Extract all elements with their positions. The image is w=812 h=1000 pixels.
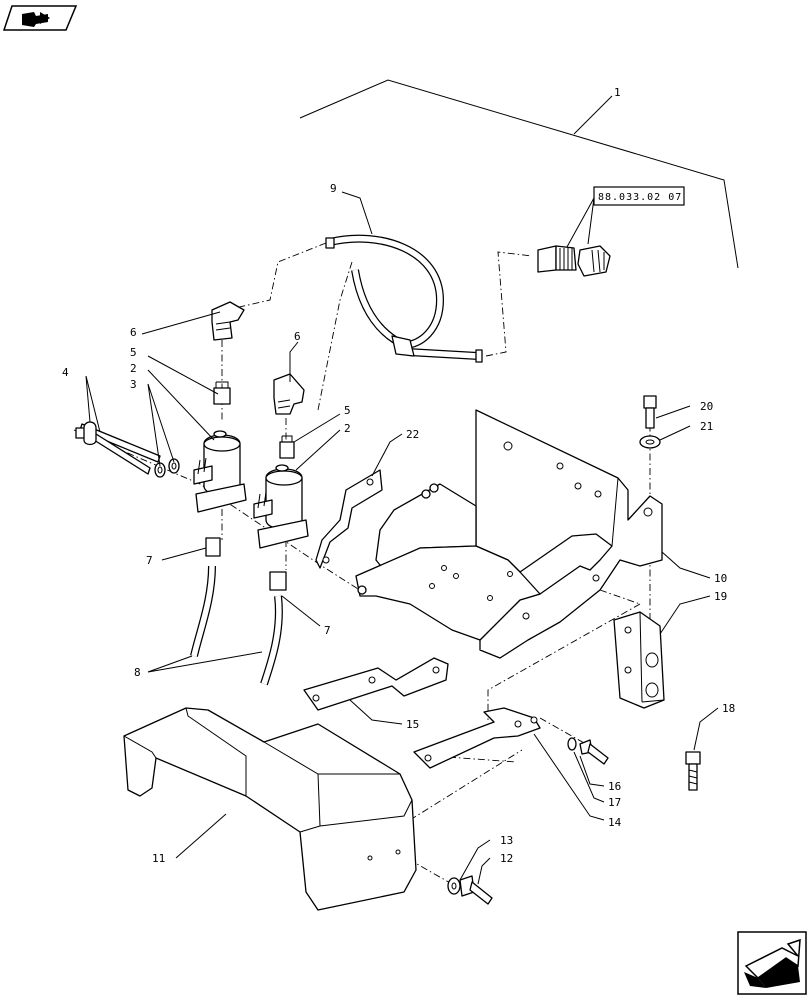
hose-assembly bbox=[325, 234, 483, 363]
callout-6-right: 6 bbox=[294, 330, 301, 343]
callout-1: 1 bbox=[614, 86, 621, 99]
next-page-arrow-icon[interactable] bbox=[737, 931, 807, 995]
callout-16: 16 bbox=[608, 780, 621, 793]
fitting-7b bbox=[269, 571, 287, 591]
callout-21: 21 bbox=[700, 420, 713, 433]
callout-4: 4 bbox=[62, 366, 69, 379]
adapter-2 bbox=[279, 435, 295, 459]
callout-10: 10 bbox=[714, 572, 727, 585]
long-bolt-pair bbox=[75, 421, 161, 475]
callout-2-right: 2 bbox=[344, 422, 351, 435]
callout-2-top: 2 bbox=[130, 362, 137, 375]
bolt-16 bbox=[579, 739, 609, 765]
leader-lines bbox=[85, 95, 719, 885]
callout-18: 18 bbox=[722, 702, 735, 715]
bolt-18 bbox=[685, 751, 701, 791]
main-frame-bracket bbox=[355, 409, 663, 659]
kit-bracket bbox=[299, 79, 739, 269]
callout-12: 12 bbox=[500, 852, 513, 865]
bracket-14 bbox=[413, 707, 541, 769]
reference-box-text: 88.033.02 07 bbox=[598, 192, 682, 203]
bracket-22 bbox=[315, 469, 383, 569]
washer-21 bbox=[639, 435, 661, 449]
fitting-pair bbox=[537, 245, 611, 277]
solenoid-valve-1 bbox=[193, 430, 247, 513]
book-arrow-icon[interactable] bbox=[2, 5, 78, 31]
fitting-7a bbox=[205, 537, 221, 557]
callout-8: 8 bbox=[134, 666, 141, 679]
elbow-fitting-1 bbox=[211, 301, 245, 341]
washer-13 bbox=[447, 877, 461, 895]
adapter-1 bbox=[213, 381, 231, 405]
bracket-15 bbox=[303, 657, 449, 711]
callout-11: 11 bbox=[152, 852, 165, 865]
callout-17: 17 bbox=[608, 796, 621, 809]
callout-5-right: 5 bbox=[344, 404, 351, 417]
callout-13: 13 bbox=[500, 834, 513, 847]
plate-19 bbox=[613, 611, 665, 709]
bolt-12 bbox=[459, 875, 493, 905]
callout-14: 14 bbox=[608, 816, 622, 829]
bolt-20 bbox=[643, 395, 657, 429]
washer-17 bbox=[567, 737, 577, 751]
washers-3 bbox=[154, 458, 180, 478]
cover-11 bbox=[123, 707, 417, 911]
callout-3: 3 bbox=[130, 378, 137, 391]
callout-15: 15 bbox=[406, 718, 419, 731]
callout-7-right: 7 bbox=[324, 624, 331, 637]
solenoid-valve-2 bbox=[253, 464, 309, 549]
callout-5-left: 5 bbox=[130, 346, 137, 359]
callout-7-left: 7 bbox=[146, 554, 153, 567]
callout-20: 20 bbox=[700, 400, 713, 413]
elbow-fitting-2 bbox=[273, 373, 305, 415]
callout-19: 19 bbox=[714, 590, 727, 603]
reference-box[interactable]: 88.033.02 07 bbox=[561, 186, 685, 257]
hoses-8 bbox=[190, 565, 283, 686]
callout-22: 22 bbox=[406, 428, 419, 441]
callout-6-left: 6 bbox=[130, 326, 137, 339]
callout-9: 9 bbox=[330, 182, 337, 195]
